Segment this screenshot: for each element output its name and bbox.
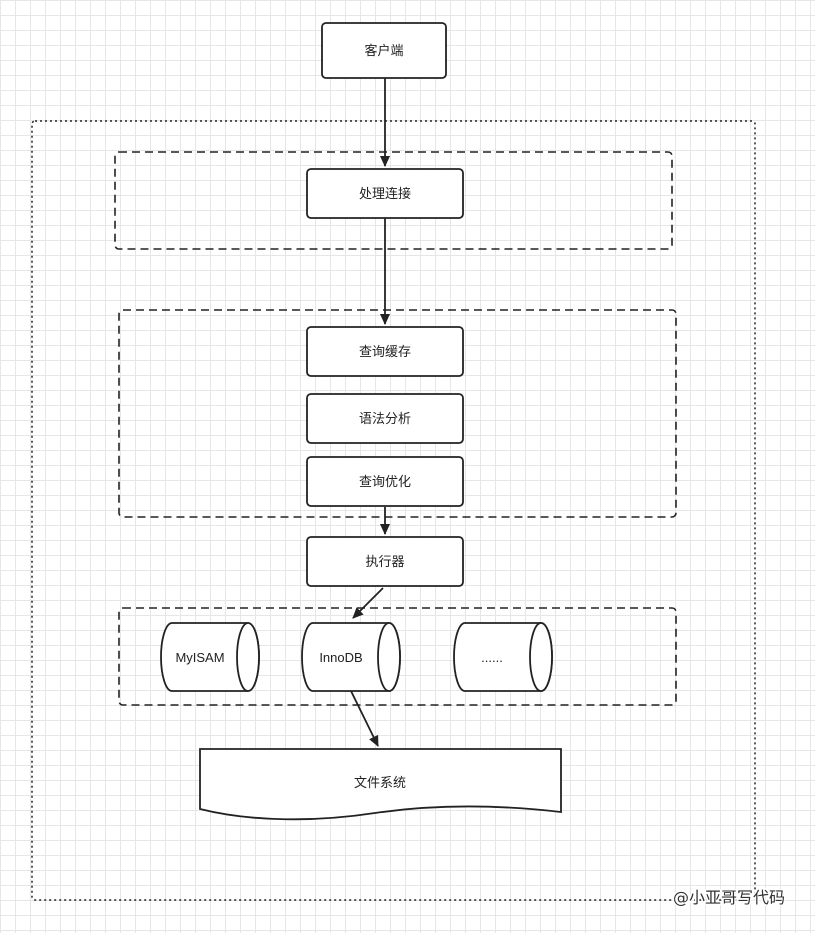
connection-label: 处理连接 <box>359 186 411 201</box>
arrow-executor-to-innodb <box>352 587 384 619</box>
file-system-label: 文件系统 <box>354 775 406 790</box>
engine-myisam-label: MyISAM <box>175 650 224 665</box>
connection-node: 处理连接 <box>306 168 464 219</box>
storage-engine-layer-group <box>118 607 677 706</box>
parser-node: 语法分析 <box>306 393 464 444</box>
parser-label: 语法分析 <box>359 411 411 426</box>
watermark-text: @小亚哥写代码 <box>673 888 785 907</box>
svg-text:@小亚哥写代码: @小亚哥写代码 <box>673 888 785 907</box>
query-cache-node: 查询缓存 <box>306 326 464 377</box>
file-system-node: 文件系统 <box>199 748 562 821</box>
engine-innodb-label: InnoDB <box>319 650 362 665</box>
service-layer-group <box>118 309 677 518</box>
optimizer-node: 查询优化 <box>306 456 464 507</box>
engine-innodb-cylinder: InnoDB <box>301 622 401 692</box>
query-cache-label: 查询缓存 <box>359 344 411 359</box>
engine-more-cylinder: ...... <box>453 622 553 692</box>
engine-myisam-cylinder: MyISAM <box>160 622 260 692</box>
executor-label: 执行器 <box>365 554 404 569</box>
arrow-innodb-to-file-system <box>350 690 379 747</box>
connection-layer-group <box>114 151 673 250</box>
client-node: 客户端 <box>321 22 447 79</box>
optimizer-label: 查询优化 <box>359 474 411 489</box>
client-label: 客户端 <box>364 43 403 58</box>
watermark: @小亚哥写代码 @小亚哥写代码 <box>671 887 786 909</box>
engine-more-label: ...... <box>481 650 503 665</box>
executor-node: 执行器 <box>306 536 464 587</box>
